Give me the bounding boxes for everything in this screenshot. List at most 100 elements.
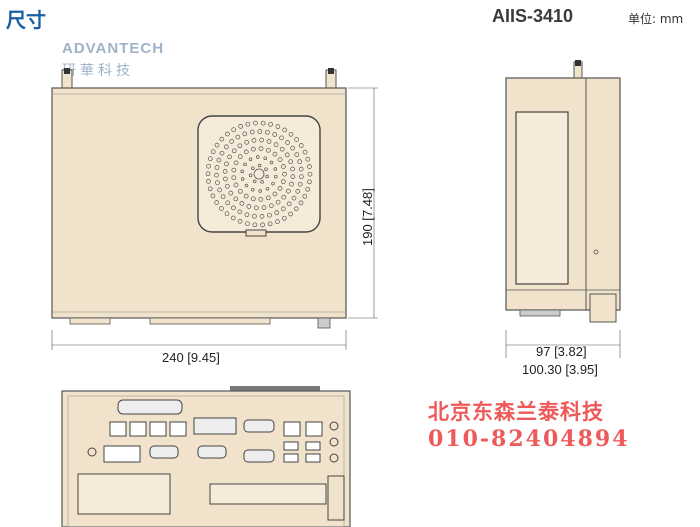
vent-hole (252, 222, 258, 228)
vent-hole (258, 197, 264, 202)
vent-hole (215, 180, 220, 186)
vent-hole (231, 148, 237, 154)
vent-hole (220, 194, 226, 200)
vent-hole (305, 186, 311, 192)
vent-hole (281, 164, 286, 169)
dim-depth-total-label: 100.30 [3.95] (522, 362, 598, 377)
vent-hole (222, 169, 228, 174)
vent-hole (224, 161, 229, 167)
vent-hole (249, 129, 255, 135)
vent-hole (228, 190, 234, 196)
vent-hole (275, 219, 280, 224)
vent-hole (267, 212, 272, 218)
vent-hole (265, 174, 269, 179)
vent-hole (260, 222, 265, 228)
vent-hole (224, 211, 230, 217)
vent-hole (288, 159, 294, 165)
vent-hole (264, 167, 268, 171)
dim-width-label: 240 [9.45] (162, 350, 220, 365)
vent-hole (227, 154, 232, 160)
vent-hole (237, 188, 243, 194)
vent-hole (237, 154, 243, 159)
vent-hole (259, 137, 264, 143)
watermark-phone: 010-82404894 (428, 426, 630, 452)
vent-hole (217, 187, 222, 193)
vent-hole (258, 189, 262, 193)
vent-hole (286, 201, 292, 207)
vent-hole (253, 120, 258, 126)
vent-hole (291, 195, 297, 201)
vent-hole (295, 189, 301, 194)
dim-depth-label: 97 [3.82] (536, 344, 587, 359)
vent-hole (223, 144, 229, 150)
vent-hole (267, 221, 273, 227)
vent-hole (294, 137, 299, 142)
vent-hole (225, 131, 230, 137)
vent-hole (266, 147, 271, 153)
vent-hole (269, 160, 274, 165)
vent-hole (274, 210, 280, 215)
vent-hole (231, 205, 236, 211)
vent-hole (297, 159, 303, 164)
vent-hole (237, 143, 243, 149)
vent-hole (277, 157, 283, 163)
top-view (51, 68, 378, 350)
vent-hole (242, 131, 248, 137)
vent-hole (207, 156, 213, 162)
vent-hole (288, 211, 293, 217)
vent-hole (263, 156, 267, 160)
fan-vent-holes (205, 120, 313, 228)
vent-hole (257, 163, 262, 168)
vent-hole (307, 171, 313, 177)
dim-height-label: 190 [7.48] (360, 188, 375, 246)
fan-hub (253, 168, 265, 180)
vent-hole (290, 174, 296, 179)
vent-hole (214, 172, 219, 178)
front-view (61, 386, 351, 527)
vent-hole (243, 149, 249, 155)
vent-hole (294, 152, 300, 157)
vent-hole (231, 127, 237, 133)
vent-hole (266, 139, 272, 144)
vent-hole (288, 131, 294, 137)
vent-hole (235, 134, 241, 140)
vent-hole (302, 149, 308, 155)
vent-hole (271, 181, 275, 186)
vent-hole (297, 181, 303, 187)
vent-hole (281, 194, 287, 200)
vent-hole (275, 124, 281, 129)
vent-hole (307, 179, 312, 185)
vent-hole (225, 200, 231, 206)
advantech-logo-cn: 研華科技 (62, 63, 134, 79)
vent-hole (214, 200, 220, 205)
vent-hole (273, 167, 278, 171)
vent-hole (302, 193, 308, 199)
vent-hole (219, 136, 225, 142)
vent-hole (240, 169, 244, 174)
vent-hole (237, 209, 243, 215)
vent-hole (274, 174, 278, 179)
vent-hole (233, 196, 239, 202)
vent-hole (219, 206, 224, 211)
side-view (505, 60, 621, 358)
vent-hole (237, 219, 243, 224)
vent-hole (256, 155, 260, 159)
page-title: 尺寸 (6, 8, 46, 32)
vent-hole (265, 129, 270, 135)
vent-hole (285, 140, 290, 145)
vent-hole (251, 146, 256, 152)
vent-hole (268, 203, 274, 209)
vent-hole (268, 121, 273, 127)
vent-hole (251, 188, 255, 192)
vent-hole (252, 213, 257, 219)
vent-hole (282, 127, 288, 133)
vent-hole (239, 201, 245, 206)
vent-hole (259, 214, 265, 219)
vent-hole (238, 124, 243, 129)
model-name: AIIS-3410 (492, 6, 574, 26)
vent-hole (206, 163, 211, 169)
vent-hole (298, 166, 304, 172)
vent-hole (261, 205, 267, 210)
vent-hole (250, 196, 256, 202)
